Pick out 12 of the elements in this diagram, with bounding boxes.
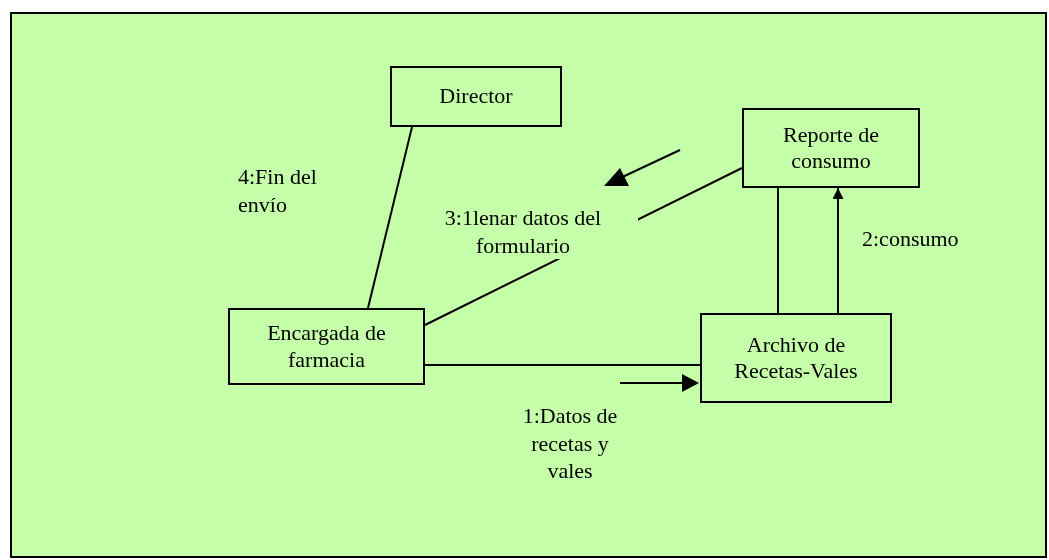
- link-line: [424, 364, 701, 366]
- link-line: [367, 126, 413, 309]
- message-arrow: [832, 187, 844, 314]
- object-box: [390, 66, 562, 127]
- object-name: Reporte de consumo: [782, 121, 880, 175]
- object-box: [700, 313, 892, 403]
- link-line: [777, 187, 779, 314]
- object-name: Archivo de Recetas-Vales: [733, 331, 859, 385]
- object-box: [742, 108, 920, 188]
- object-name: Encargada de farmacia: [266, 320, 387, 373]
- object-name: Director: [439, 83, 513, 110]
- object-box: [228, 308, 425, 385]
